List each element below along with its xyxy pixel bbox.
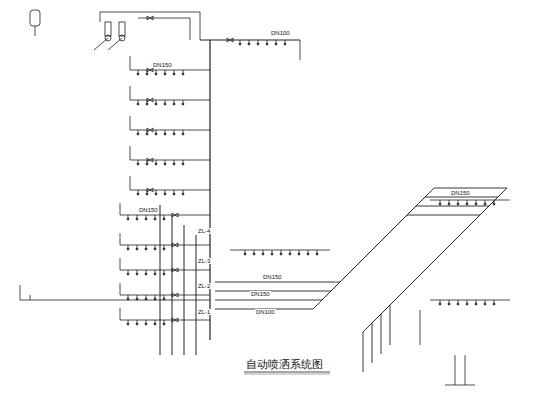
- riser-tag: ZL-1: [197, 309, 211, 315]
- drawing-title: 自动喷洒系统图: [246, 357, 323, 372]
- pipe-size: DN150: [138, 207, 159, 213]
- riser-tag: ZL-2: [197, 283, 211, 289]
- pipe-size: DN150: [450, 190, 471, 196]
- pipe-size: DN150: [262, 274, 283, 280]
- pipe-network: [20, 10, 510, 385]
- riser-tag: ZL-4: [197, 228, 211, 234]
- pipe-size: DN150: [152, 62, 173, 68]
- pipe-size: DN150: [250, 291, 271, 297]
- pipe-size: DN100: [255, 309, 276, 315]
- riser-tag: ZL-3: [197, 258, 211, 264]
- pipe-size: DN100: [270, 30, 291, 36]
